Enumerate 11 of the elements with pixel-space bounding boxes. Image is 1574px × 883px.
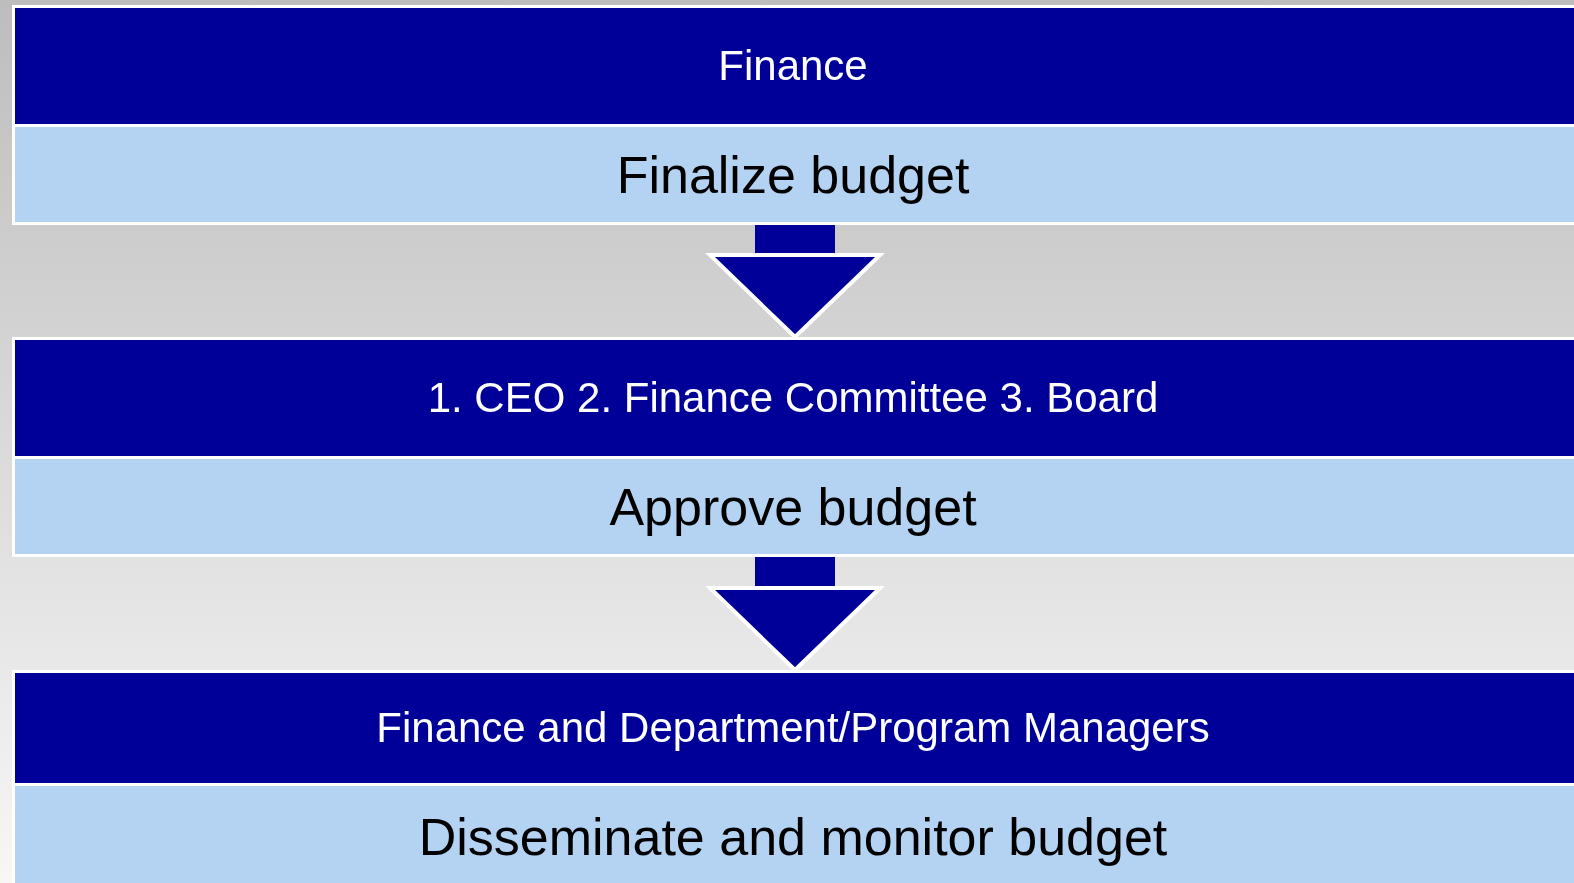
stage-panel bbox=[12, 5, 1574, 225]
stage-step: Finalize budget bbox=[15, 124, 1574, 222]
stage-panel bbox=[12, 337, 1574, 557]
stage-panel bbox=[12, 670, 1574, 883]
block-arrow bbox=[708, 225, 882, 339]
stage-heading: Finance bbox=[15, 8, 1574, 124]
stage-heading: Finance and Department/Program Managers bbox=[15, 673, 1574, 783]
stage-step: Approve budget bbox=[15, 456, 1574, 554]
stage-step: Disseminate and monitor budget bbox=[15, 783, 1574, 883]
stage-heading: 1. CEO 2. Finance Committee 3. Board bbox=[15, 340, 1574, 456]
block-arrow bbox=[708, 557, 882, 672]
